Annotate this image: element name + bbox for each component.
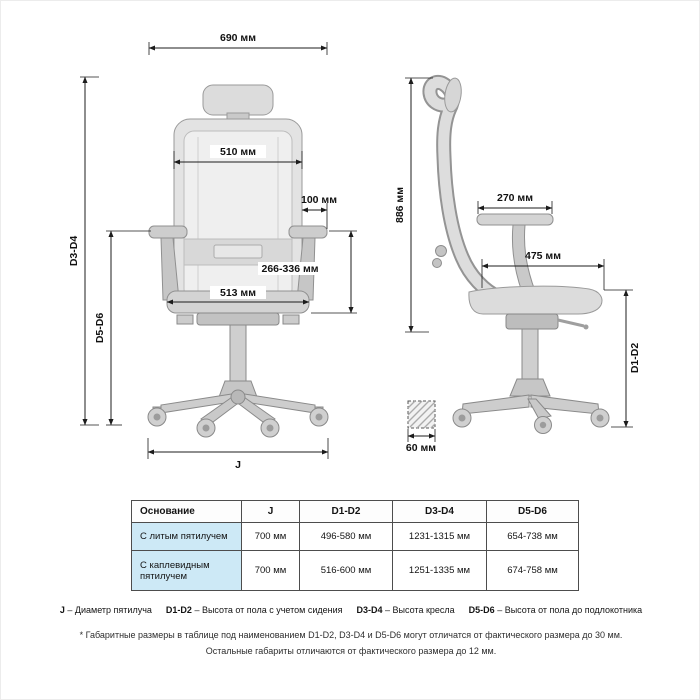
col-header-base: Основание <box>131 500 242 523</box>
dim-armrest-pad-length: 270 мм <box>477 192 553 214</box>
legend-desc: – Высота от пола с учетом сидения <box>194 605 343 615</box>
seat-side <box>468 285 603 315</box>
base-leg-side <box>461 394 530 415</box>
footnote-tolerance-30mm: * Габаритные размеры в таблице под наиме… <box>79 630 623 640</box>
dim-label-bg <box>258 262 322 275</box>
dim-label-armrest-range: 266-336 мм <box>262 263 319 275</box>
legend-item-j: J – Диаметр пятилуча <box>60 605 152 615</box>
dim-seat-height-d1d2: D1-D2 <box>604 289 641 428</box>
legend-term: D1-D2 <box>165 605 192 615</box>
dim-label-j: J <box>235 459 241 471</box>
dim-backrest-width: 510 мм <box>173 145 303 169</box>
dimensions-table: Основание J D1-D2 D3-D4 D5-D6 С литым пя… <box>131 500 579 591</box>
lever-knob <box>583 324 589 330</box>
value-cell-d1d2: 496-580 мм <box>299 522 393 551</box>
dim-label-bg <box>210 286 266 299</box>
lumbar-pad <box>213 244 263 259</box>
adjust-lever <box>557 318 585 328</box>
armrest-pad-side <box>476 213 554 226</box>
legend-desc: – Высота от пола до подлокотника <box>497 605 643 615</box>
value-cell-d1d2: 516-600 мм <box>299 550 393 591</box>
dim-seat-width: 513 мм <box>166 286 310 305</box>
caster-hub <box>266 424 274 432</box>
lumbar-knob <box>432 258 442 268</box>
armrest-pad-right <box>288 225 328 239</box>
dim-label-backrest-width: 510 мм <box>220 146 256 158</box>
dim-label-seat-depth: 475 мм <box>525 250 561 262</box>
headrest-front <box>202 84 274 116</box>
footnote-tolerance-12mm: Остальные габариты отличаются от фактиче… <box>205 646 497 656</box>
dim-label-seat-width: 513 мм <box>220 287 256 299</box>
legend-desc: – Диаметр пятилуча <box>67 605 152 615</box>
table-row-cast-base: С литым пятилучем 700 мм 496-580 мм 1231… <box>131 522 579 551</box>
gas-lift-cone-side <box>509 378 551 397</box>
value-cell-d3d4: 1251-1335 мм <box>392 550 487 591</box>
dim-overall-height: 886 мм <box>394 77 433 333</box>
lumbar-knob <box>435 245 447 257</box>
base-hub <box>230 389 246 405</box>
chair-side-view <box>422 74 610 434</box>
col-header-d1d2: D1-D2 <box>299 500 393 523</box>
dim-overall-width: 690 мм <box>148 32 328 55</box>
col-header-d3d4: D3-D4 <box>392 500 487 523</box>
dim-base-diameter-j: J <box>147 438 329 471</box>
headrest-curl <box>424 76 452 111</box>
dim-seat-depth: 475 мм <box>481 250 605 290</box>
dim-armrest-height-range: 266-336 мм <box>258 230 357 314</box>
caster-hub <box>458 414 466 422</box>
seat-mechanism-side <box>505 313 559 330</box>
caster-hub <box>596 414 604 422</box>
base-leg-side <box>527 398 552 420</box>
dim-armrest-offset: 100 мм <box>301 194 337 229</box>
dim-label-d1d2: D1-D2 <box>629 343 641 374</box>
seat-mechanism-front <box>196 312 280 326</box>
legend-item-d1d2: D1-D2 – Высота от пола с учетом сидения <box>166 605 343 615</box>
chair-dimension-drawings: 690 мм D3-D4 D5-D6 510 мм 100 мм <box>68 32 641 471</box>
caster-size-symbol: 60 мм <box>406 400 436 454</box>
table-header-row: Основание J D1-D2 D3-D4 D5-D6 <box>131 500 579 523</box>
hatch-pattern <box>407 400 436 429</box>
mechanism-tab-right <box>282 314 300 325</box>
caster-hub <box>539 421 547 429</box>
dim-label-caster-size: 60 мм <box>406 442 436 454</box>
legend-term: D3-D4 <box>356 605 383 615</box>
caster-hub <box>153 413 161 421</box>
dim-label-d3d4: D3-D4 <box>68 236 80 267</box>
dim-chair-height-d3d4: D3-D4 <box>68 76 99 426</box>
value-cell-d5d6: 654-738 мм <box>486 522 579 551</box>
legend-term: J <box>59 605 65 615</box>
dim-label-pad-length: 270 мм <box>497 192 533 204</box>
legend-item-d3d4: D3-D4 – Высота кресла <box>357 605 455 615</box>
col-header-d5d6: D5-D6 <box>486 500 579 523</box>
dim-label-overall-width: 690 мм <box>220 32 256 44</box>
table-row-teardrop-base: С каплевидным пятилучем 700 мм 516-600 м… <box>131 550 579 591</box>
gas-lift-front <box>229 324 247 382</box>
headrest-side-pad <box>444 77 462 113</box>
armrest-pad-left <box>148 225 188 239</box>
dim-armrest-height-d5d6: D5-D6 <box>94 230 151 426</box>
legend-term: D5-D6 <box>468 605 495 615</box>
legend-desc: – Высота кресла <box>385 605 455 615</box>
col-header-j: J <box>241 500 300 523</box>
dim-label-overall-height: 886 мм <box>394 187 406 223</box>
dim-label-armrest-offset: 100 мм <box>301 194 337 206</box>
value-cell-j: 700 мм <box>241 550 300 591</box>
gas-lift-side <box>521 328 539 380</box>
value-cell-d3d4: 1231-1315 мм <box>392 522 487 551</box>
caster-hub <box>202 424 210 432</box>
base-type-cell: С литым пятилучем <box>131 522 242 551</box>
caster-hub <box>315 413 323 421</box>
legend: J – Диаметр пятилуча D1-D2 – Высота от п… <box>1 605 699 615</box>
dim-label-d5d6: D5-D6 <box>94 313 106 344</box>
mechanism-tab-left <box>176 314 194 325</box>
value-cell-j: 700 мм <box>241 522 300 551</box>
value-cell-d5d6: 674-758 мм <box>486 550 579 591</box>
chair-front-view <box>147 84 329 438</box>
base-type-cell: С каплевидным пятилучем <box>131 550 242 591</box>
dim-label-bg <box>210 145 266 158</box>
legend-item-d5d6: D5-D6 – Высота от пола до подлокотника <box>469 605 642 615</box>
